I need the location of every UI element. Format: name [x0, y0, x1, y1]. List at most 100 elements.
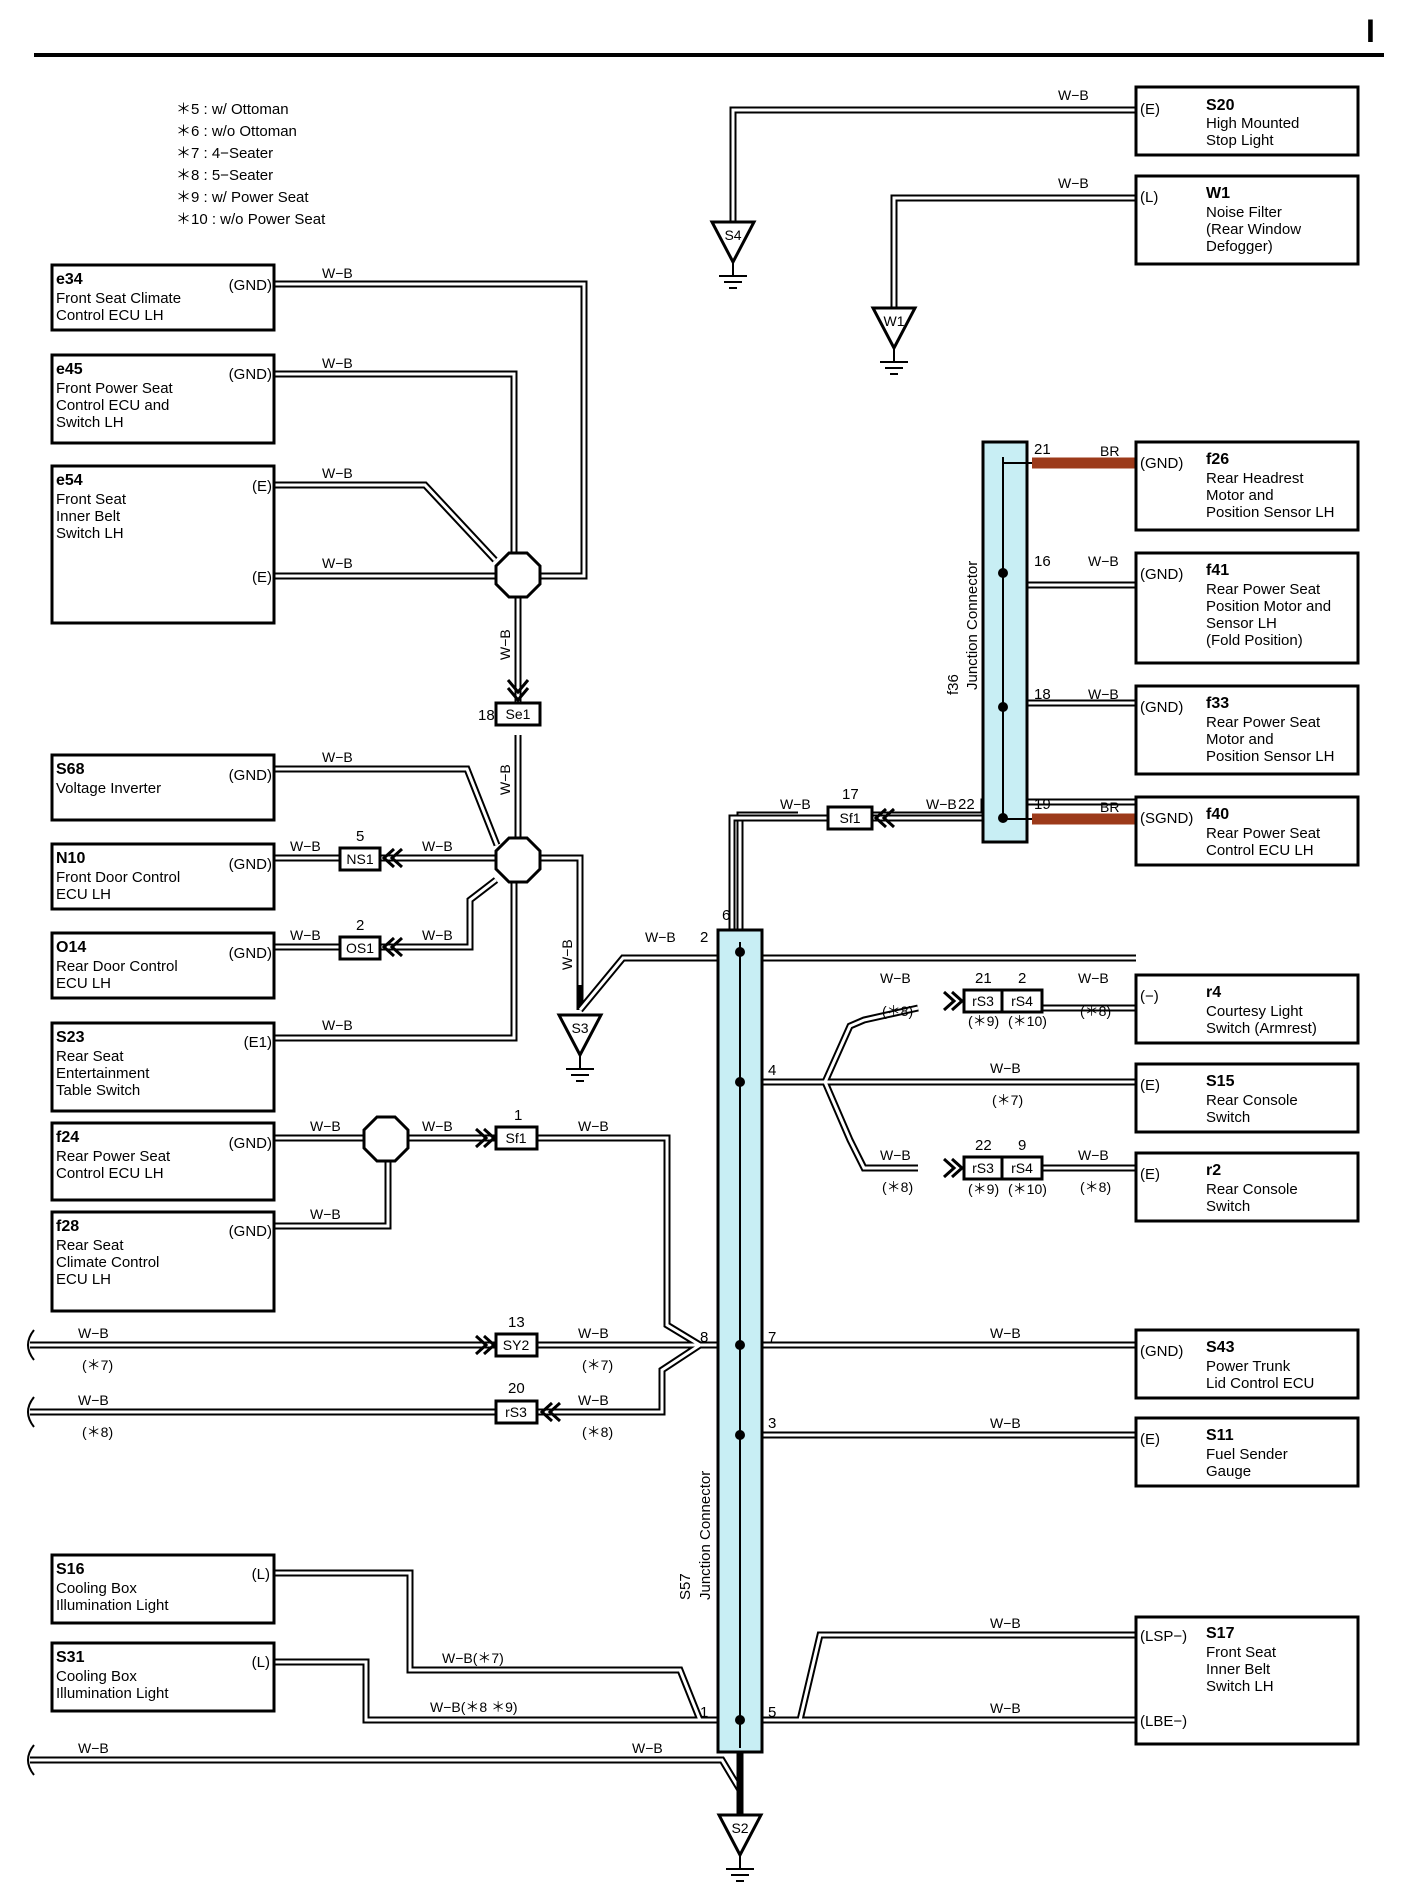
- connector-os1: OS1 2: [338, 917, 404, 961]
- svg-text:Motor and: Motor and: [1206, 487, 1274, 504]
- component-f28: f28 Rear Seat Climate Control ECU LH (GN…: [50, 1210, 276, 1313]
- svg-text:(Rear Window: (Rear Window: [1206, 221, 1301, 238]
- svg-text:(＊8): (＊8): [882, 1003, 913, 1019]
- component-w1: (L) W1 Noise Filter (Rear Window Defogge…: [1134, 174, 1360, 266]
- svg-text:(＊8): (＊8): [82, 1424, 113, 1440]
- component-e34: e34 Front Seat Climate Control ECU LH (G…: [50, 263, 276, 332]
- svg-text:S15: S15: [1206, 1073, 1235, 1090]
- component-f40: (SGND) f40 Rear Power Seat Control ECU L…: [1134, 795, 1360, 867]
- svg-text:5: 5: [356, 828, 364, 845]
- svg-text:Entertainment: Entertainment: [56, 1065, 150, 1082]
- svg-text:W−B: W−B: [645, 929, 676, 945]
- component-s31: S31 Cooling Box Illumination Light (L): [50, 1641, 276, 1713]
- svg-text:rS3: rS3: [972, 993, 994, 1009]
- svg-text:Switch LH: Switch LH: [56, 414, 124, 431]
- svg-text:W−B: W−B: [559, 939, 575, 970]
- svg-text:W−B: W−B: [78, 1392, 109, 1408]
- note-5: ＊5 : w/ Ottoman: [176, 101, 289, 118]
- svg-text:W−B: W−B: [578, 1325, 609, 1341]
- svg-text:(Fold Position): (Fold Position): [1206, 632, 1303, 649]
- svg-text:Fuel Sender: Fuel Sender: [1206, 1446, 1288, 1463]
- svg-text:S3: S3: [571, 1020, 588, 1036]
- svg-text:W−B: W−B: [1088, 686, 1119, 702]
- svg-text:Sf1: Sf1: [839, 810, 860, 826]
- svg-text:1: 1: [514, 1107, 522, 1124]
- svg-text:W−B: W−B: [497, 629, 513, 660]
- svg-text:Front Door Control: Front Door Control: [56, 869, 180, 886]
- svg-text:NS1: NS1: [346, 851, 373, 867]
- svg-text:Switch LH: Switch LH: [56, 525, 124, 542]
- svg-text:Control ECU and: Control ECU and: [56, 397, 169, 414]
- svg-text:Voltage Inverter: Voltage Inverter: [56, 780, 161, 797]
- svg-text:Rear Power Seat: Rear Power Seat: [56, 1148, 171, 1165]
- svg-text:2: 2: [1018, 970, 1026, 987]
- svg-text:f36: f36: [945, 674, 962, 695]
- svg-text:W−B: W−B: [422, 927, 453, 943]
- svg-text:(＊8): (＊8): [1080, 1003, 1111, 1019]
- svg-text:(＊10): (＊10): [1008, 1181, 1047, 1197]
- svg-text:Rear Console: Rear Console: [1206, 1092, 1298, 1109]
- svg-text:8: 8: [700, 1329, 708, 1346]
- svg-text:S17: S17: [1206, 1625, 1235, 1642]
- inline-connectors: Se1 18 NS1 5 OS1 2 Sf1 17 Sf1 1: [338, 679, 1044, 1425]
- svg-text:Se1: Se1: [506, 706, 531, 722]
- svg-text:2: 2: [356, 917, 364, 934]
- svg-text:W−B(＊8 ＊9): W−B(＊8 ＊9): [430, 1699, 518, 1715]
- svg-text:Noise Filter: Noise Filter: [1206, 204, 1282, 221]
- svg-text:21: 21: [975, 970, 992, 987]
- svg-text:(−): (−): [1140, 988, 1159, 1005]
- connector-se1: Se1 18: [478, 679, 542, 727]
- svg-text:e54: e54: [56, 472, 83, 489]
- component-s17: (LSP−) (LBE−) S17 Front Seat Inner Belt …: [1134, 1615, 1360, 1746]
- svg-text:r4: r4: [1206, 984, 1221, 1001]
- component-n10: N10 Front Door Control ECU LH (GND): [50, 842, 276, 911]
- svg-text:W−B: W−B: [322, 355, 353, 371]
- svg-text:(L): (L): [1140, 189, 1158, 206]
- svg-text:Inner Belt: Inner Belt: [56, 508, 121, 525]
- svg-text:Rear Power Seat: Rear Power Seat: [1206, 581, 1321, 598]
- svg-text:2: 2: [700, 929, 708, 946]
- svg-text:(L): (L): [252, 1566, 270, 1583]
- svg-text:Control ECU LH: Control ECU LH: [1206, 842, 1314, 859]
- svg-text:(GND): (GND): [1140, 1343, 1183, 1360]
- wire-labels: W−B W−B W−B W−B W−B W−B W−B W−B W−B W−B …: [78, 87, 1119, 1756]
- svg-text:4: 4: [768, 1062, 776, 1079]
- svg-text:Front Seat: Front Seat: [56, 491, 127, 508]
- component-r2: (E) r2 Rear Console Switch: [1134, 1151, 1360, 1223]
- svg-text:O14: O14: [56, 939, 86, 956]
- svg-text:W−B: W−B: [990, 1060, 1021, 1076]
- svg-text:S23: S23: [56, 1029, 85, 1046]
- svg-text:Courtesy Light: Courtesy Light: [1206, 1003, 1304, 1020]
- component-f41: (GND) f41 Rear Power Seat Position Motor…: [1134, 551, 1360, 665]
- svg-text:S11: S11: [1206, 1427, 1234, 1444]
- svg-text:Motor and: Motor and: [1206, 731, 1274, 748]
- svg-text:f24: f24: [56, 1129, 79, 1146]
- component-s43: (GND) S43 Power Trunk Lid Control ECU: [1134, 1328, 1360, 1400]
- svg-text:Rear Console: Rear Console: [1206, 1181, 1298, 1198]
- svg-text:W−B: W−B: [290, 838, 321, 854]
- svg-text:W1: W1: [1206, 185, 1230, 202]
- svg-text:Defogger): Defogger): [1206, 238, 1273, 255]
- svg-text:SY2: SY2: [503, 1337, 530, 1353]
- svg-text:BR: BR: [1100, 443, 1119, 459]
- connector-sy2: SY2 13: [474, 1314, 539, 1358]
- svg-text:19: 19: [1034, 796, 1051, 813]
- component-f26: (GND) f26 Rear Headrest Motor and Positi…: [1134, 440, 1360, 532]
- svg-text:W−B: W−B: [578, 1392, 609, 1408]
- svg-text:f40: f40: [1206, 806, 1229, 823]
- component-e45: e45 Front Power Seat Control ECU and Swi…: [50, 353, 276, 445]
- svg-text:3: 3: [768, 1415, 776, 1432]
- svg-text:16: 16: [1034, 553, 1051, 570]
- svg-text:W−B: W−B: [990, 1325, 1021, 1341]
- svg-text:W−B: W−B: [990, 1700, 1021, 1716]
- svg-text:W1: W1: [884, 313, 905, 329]
- svg-text:W−B: W−B: [78, 1740, 109, 1756]
- notes-legend: ＊5 : w/ Ottoman ＊6 : w/o Ottoman ＊7 : 4−…: [176, 101, 326, 228]
- svg-text:(GND): (GND): [229, 945, 272, 962]
- svg-text:Lid Control ECU: Lid Control ECU: [1206, 1375, 1314, 1392]
- svg-text:(GND): (GND): [229, 277, 272, 294]
- svg-text:(＊8): (＊8): [582, 1424, 613, 1440]
- svg-text:Switch: Switch: [1206, 1109, 1250, 1126]
- svg-text:Junction Connector: Junction Connector: [697, 1471, 714, 1600]
- svg-text:Power Trunk: Power Trunk: [1206, 1358, 1291, 1375]
